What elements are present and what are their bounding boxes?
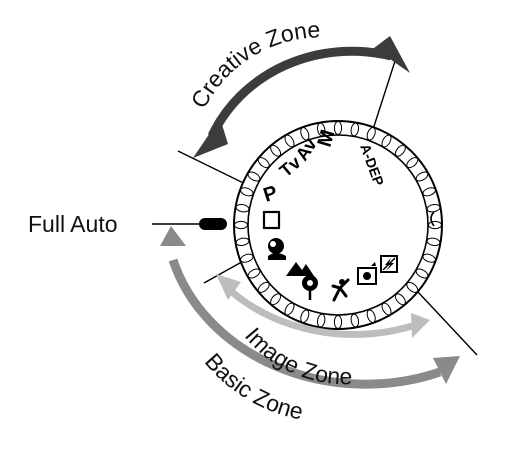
dial-grip-oval [333,315,343,329]
full-auto-rectangle-icon[interactable] [199,218,227,230]
close-up-flower-icon[interactable] [302,275,318,300]
dial-mode-m[interactable]: M [314,127,340,149]
basic-zone-arrowhead-top [160,226,186,246]
landscape-icon[interactable] [286,262,314,276]
flash-off-icon[interactable] [380,255,398,273]
basic-zone-arrow [168,258,442,389]
basic-zone-arrowhead-bottom [433,356,460,384]
mode-dial[interactable] [233,120,443,330]
dial-grip-ring [234,121,442,329]
dial-full-auto-square-icon[interactable] [262,210,281,230]
basic-zone-boundary-line-right [417,291,478,356]
creative-zone-label: Creative Zone [186,16,321,112]
portrait-icon[interactable] [268,238,286,260]
full-auto-label: Full Auto [28,211,118,237]
dial-grip-oval [234,220,248,230]
dial-index-notch [430,211,435,227]
image-zone-arrow [229,289,414,338]
dial-grip-oval [428,220,442,230]
creative-zone-arrow [207,46,393,138]
image-zone-arrowhead-left [216,274,241,300]
creative-zone-arrowhead-left [193,118,228,158]
creative-zone-arrowhead-right [374,36,410,73]
image-zone-arrowhead-right [411,313,430,338]
night-portrait-icon[interactable] [357,262,377,285]
dial-mode-p[interactable]: P [261,182,280,207]
sports-runner-icon[interactable] [331,278,350,302]
